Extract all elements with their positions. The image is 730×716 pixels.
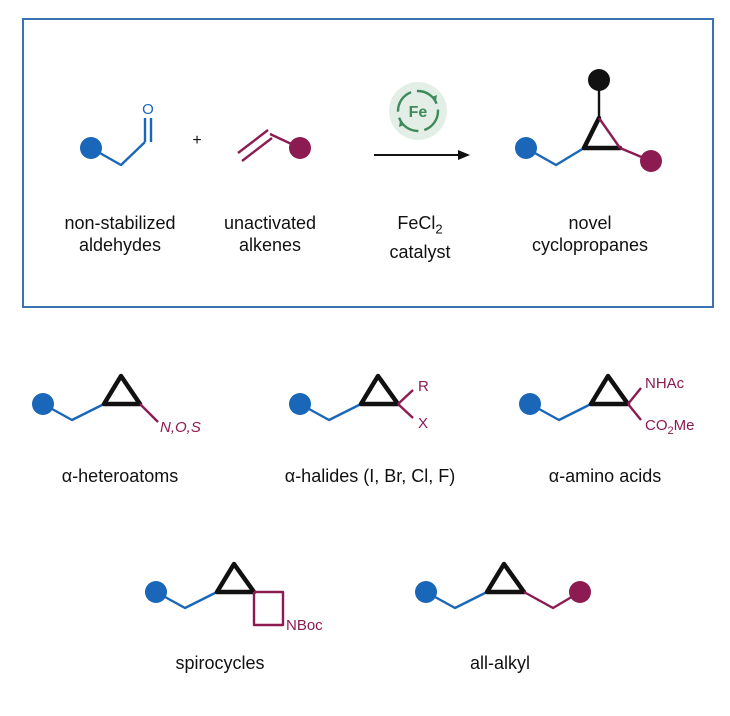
- cyclopropane-ring: [484, 561, 527, 595]
- blue-chain: [525, 146, 585, 167]
- cyclopropane-ring: [101, 373, 143, 407]
- example-label-all-alkyl: all-alkyl: [469, 653, 530, 673]
- substituent-bond-bottom: [397, 403, 414, 419]
- blue-chain: [425, 590, 488, 610]
- ring-bond-left: [581, 115, 602, 151]
- aldehyde-oxygen: O: [142, 101, 154, 118]
- example-label-spirocycles: spirocycles: [175, 653, 265, 673]
- blue-chain: [155, 590, 218, 610]
- magenta-substituent-dot: [569, 581, 591, 603]
- substituent-bond-top: [627, 387, 642, 405]
- example-all-alkyl: [415, 561, 591, 610]
- cyclopropane-ring: [214, 561, 257, 595]
- aldehyde-chain: [90, 141, 146, 167]
- black-substituent-dot: [588, 69, 610, 91]
- ring-bond-right: [598, 117, 621, 149]
- example-label-heteroatoms: α-heteroatoms: [61, 466, 179, 486]
- blue-chain: [529, 402, 592, 422]
- product-cyclopropane: [515, 69, 662, 172]
- substituent-bond-bottom: [627, 403, 642, 421]
- fe-catalyst-badge: Fe: [389, 82, 447, 140]
- alkene-bond-2: [241, 137, 273, 162]
- cyclopropane-ring: [358, 373, 401, 407]
- alkene-bond-1: [237, 129, 269, 154]
- catalyst-label: FeCl2 catalyst: [389, 213, 451, 262]
- example-spirocycles: NBoc: [145, 561, 323, 634]
- blue-chain: [42, 402, 105, 422]
- substituent-bond: [139, 403, 159, 423]
- magenta-substituent-dot: [289, 137, 311, 159]
- magenta-substituent-dot: [640, 150, 662, 172]
- nhac-label: NHAc: [645, 375, 685, 392]
- r-group-label: R: [418, 378, 429, 395]
- substituent-bond-top: [397, 389, 414, 405]
- heteroatom-label: N,O,S: [160, 419, 201, 436]
- plus-sign: +: [192, 132, 201, 149]
- example-amino-acids: NHAc CO2Me: [519, 373, 694, 437]
- fe-symbol: Fe: [409, 104, 428, 121]
- halide-label: X: [418, 415, 428, 432]
- alkene-structure: [237, 129, 311, 162]
- aldehyde-structure: O: [80, 101, 154, 167]
- example-label-halides: α-halides (I, Br, Cl, F): [284, 466, 456, 486]
- reaction-frame: [22, 18, 714, 308]
- example-label-amino-acids: α-amino acids: [548, 466, 662, 486]
- nboc-label: NBoc: [286, 617, 323, 634]
- ester-label: CO2Me: [645, 417, 694, 437]
- example-halides: R X: [289, 373, 429, 432]
- example-heteroatoms: N,O,S: [32, 373, 201, 436]
- blue-chain: [299, 402, 362, 422]
- cyclopropane-ring: [588, 373, 631, 407]
- azetidine-ring: [252, 590, 285, 627]
